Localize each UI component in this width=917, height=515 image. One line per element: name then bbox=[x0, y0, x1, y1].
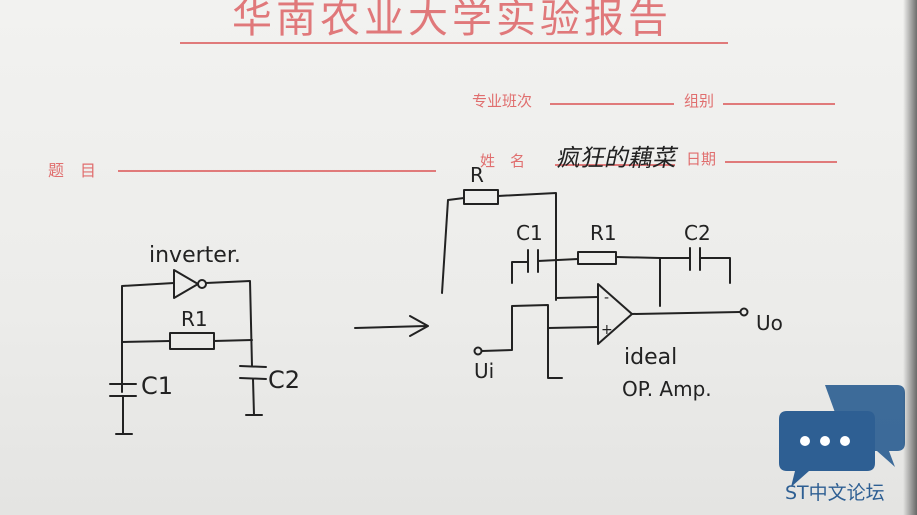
name-label: 姓 名 bbox=[480, 152, 526, 170]
topic-label: 题 目 bbox=[48, 161, 97, 180]
arrow-icon bbox=[354, 315, 429, 337]
right-r1-label: R1 bbox=[590, 221, 617, 245]
opamp-plus-label: + bbox=[601, 322, 613, 338]
left-c2-label: C2 bbox=[268, 366, 300, 394]
major-class-label: 专业班次 bbox=[472, 92, 533, 110]
opamp-symbol bbox=[597, 283, 633, 345]
inverter-symbol bbox=[173, 269, 199, 299]
date-line bbox=[725, 161, 837, 163]
left-c1-label: C1 bbox=[141, 372, 173, 400]
major-class-line bbox=[550, 103, 674, 105]
group-line bbox=[723, 103, 835, 105]
left-r1-symbol bbox=[169, 332, 215, 350]
chat-bubbles-icon bbox=[779, 385, 905, 487]
ideal-label: ideal bbox=[624, 345, 677, 370]
output-label: Uo bbox=[756, 311, 783, 335]
right-circuit bbox=[441, 189, 749, 379]
date-label: 日期 bbox=[686, 150, 717, 168]
right-c2-label: C2 bbox=[684, 221, 711, 245]
watermark-text: ST中文论坛 bbox=[785, 482, 885, 504]
input-label: Ui bbox=[474, 359, 494, 383]
right-c1-label: C1 bbox=[516, 221, 543, 245]
inverter-label: inverter. bbox=[149, 243, 241, 268]
opamp-minus-label: - bbox=[604, 290, 609, 306]
left-c2-symbol bbox=[239, 365, 267, 380]
inverter-bubble bbox=[197, 279, 207, 289]
edge-shadow bbox=[903, 0, 917, 515]
right-c2-symbol bbox=[689, 247, 701, 271]
title-underline bbox=[180, 42, 728, 44]
left-r1-label: R1 bbox=[181, 307, 208, 331]
right-c1-symbol bbox=[527, 249, 539, 273]
opamp-label: OP. Amp. bbox=[622, 377, 712, 401]
right-r-symbol bbox=[463, 189, 499, 205]
right-r-label: R bbox=[470, 163, 484, 187]
name-line bbox=[555, 164, 675, 166]
left-circuit bbox=[109, 269, 267, 435]
group-label: 组别 bbox=[684, 92, 715, 110]
topic-line bbox=[118, 170, 436, 172]
report-title: 华南农业大学实验报告 bbox=[232, 0, 672, 42]
right-r1-symbol bbox=[577, 251, 617, 265]
output-terminal bbox=[739, 307, 749, 317]
input-terminal bbox=[473, 346, 483, 356]
